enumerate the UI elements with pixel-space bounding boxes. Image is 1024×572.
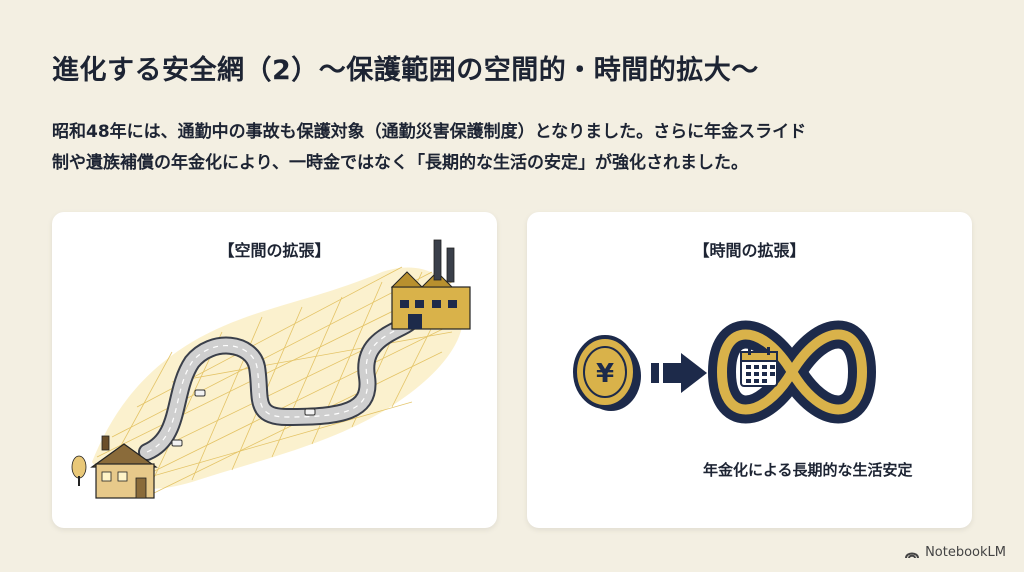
brand-name: NotebookLM	[925, 545, 1006, 560]
pension-illustration: ¥	[573, 320, 877, 424]
description: 昭和48年には、通勤中の事故も保護対象（通勤災害保護制度）となりました。さらに年…	[52, 117, 982, 179]
car-icon	[304, 408, 316, 416]
description-line-2: 制や遺族補償の年金化により、一時金ではなく「長期的な生活の安定」が強化されました…	[52, 153, 748, 173]
tree-icon	[71, 455, 87, 486]
arrow-right-icon	[651, 353, 707, 393]
house-icon	[90, 435, 158, 499]
commute-illustration	[71, 239, 471, 499]
yen-coin-icon: ¥	[573, 335, 641, 411]
temporal-expansion-card: 【時間の拡張】 ¥	[527, 212, 972, 528]
temporal-expansion-title: 【時間の拡張】	[693, 241, 806, 260]
yen-symbol: ¥	[596, 359, 614, 389]
brand-watermark: NotebookLM	[904, 545, 1006, 560]
car-icon	[194, 389, 206, 397]
notebooklm-logo-icon	[905, 552, 920, 558]
infinity-icon	[707, 320, 877, 424]
factory-icon	[390, 239, 471, 330]
pension-caption: 年金化による長期的な生活安定	[703, 461, 913, 479]
spatial-expansion-card: 【空間の拡張】	[52, 212, 497, 528]
page-title: 進化する安全網（2）〜保護範囲の空間的・時間的拡大〜	[52, 55, 759, 86]
car-icon	[171, 439, 183, 447]
spatial-expansion-title: 【空間の拡張】	[218, 241, 331, 260]
safety-net-glow	[92, 267, 464, 489]
description-line-1: 昭和48年には、通勤中の事故も保護対象（通勤災害保護制度）となりました。さらに年…	[52, 122, 807, 142]
calendar-icon	[740, 347, 778, 387]
